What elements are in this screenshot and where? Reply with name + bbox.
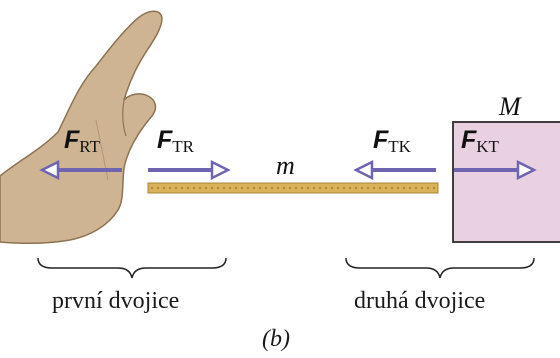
force-arrow-RT bbox=[39, 159, 122, 181]
force-label-KT: FKT bbox=[461, 126, 499, 156]
block bbox=[452, 121, 560, 243]
part-label: (b) bbox=[262, 326, 290, 352]
hand-illustration bbox=[0, 10, 163, 245]
second-pair-caption: druhá dvojice bbox=[354, 288, 486, 314]
force-label-TK: FTK bbox=[373, 126, 411, 156]
force-label-RT: FRT bbox=[64, 126, 100, 156]
mass-rope-label: m bbox=[276, 151, 295, 180]
force-arrow-KT bbox=[454, 159, 537, 181]
mass-block-label: M bbox=[499, 92, 521, 121]
force-arrow-TR bbox=[148, 159, 231, 181]
brace-second-pair bbox=[345, 257, 535, 279]
force-label-TR: FTR bbox=[157, 126, 195, 156]
rope bbox=[147, 182, 439, 194]
force-arrow-TK bbox=[353, 159, 436, 181]
brace-first-pair bbox=[37, 257, 227, 279]
first-pair-caption: první dvojice bbox=[52, 288, 180, 314]
